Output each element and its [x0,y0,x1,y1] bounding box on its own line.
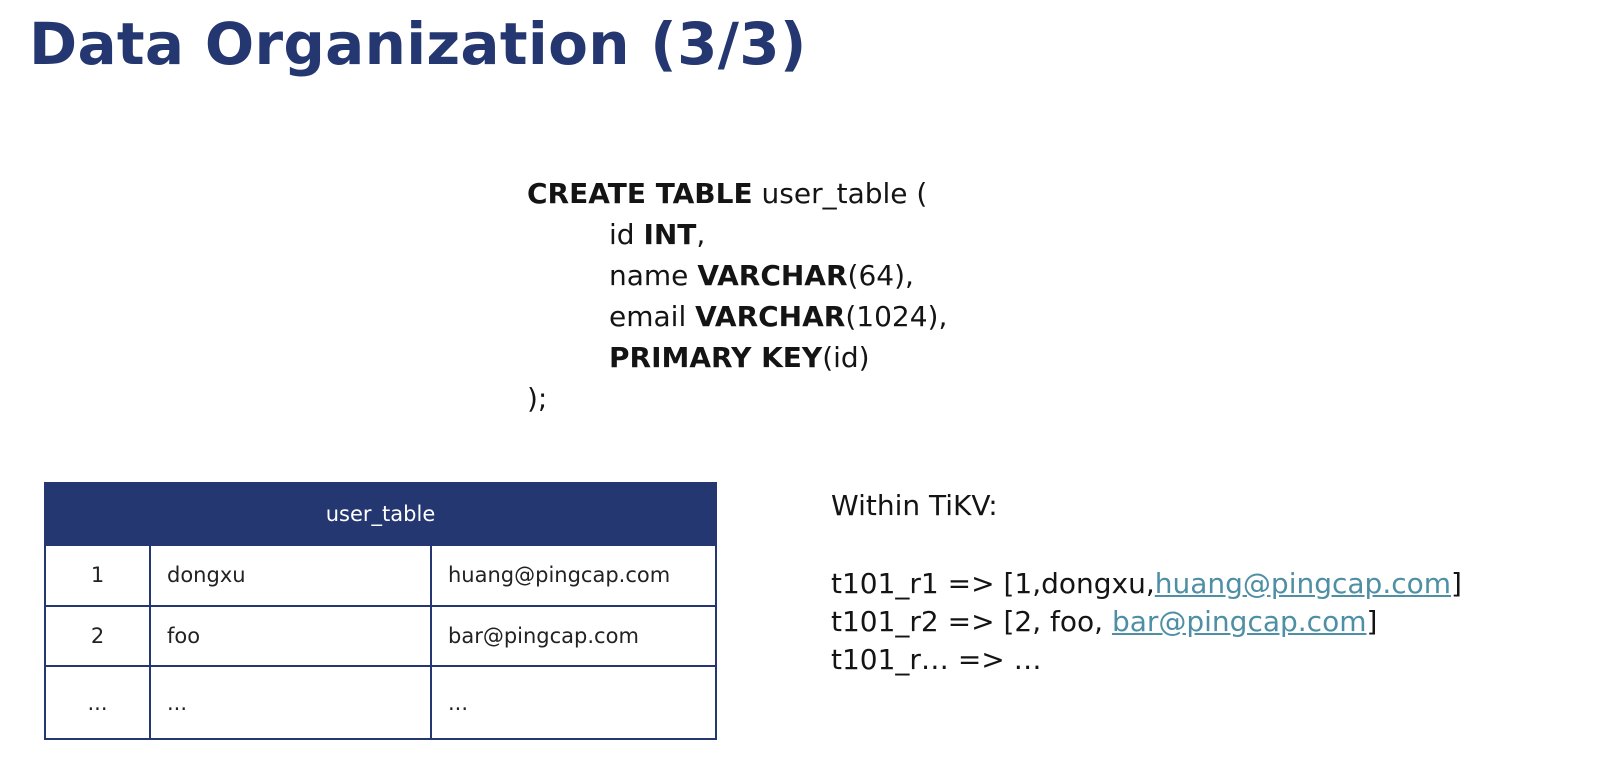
kv-row2-email-link[interactable]: bar@pingcap.com [1111,605,1367,638]
table-cell-id: 2 [44,604,151,668]
table-cell-email: ... [429,665,718,740]
kv-row2-suffix: ] [1366,605,1378,638]
kv-row1-prefix: t101_r1 => [1,dongxu, [831,567,1155,600]
sql-col-email-type: VARCHAR [695,300,846,333]
sql-keyword-primary-key: PRIMARY KEY [609,341,823,374]
tikv-heading: Within TiKV: [831,489,998,522]
table-cell-name: dongxu [149,544,432,607]
table-cell-name: ... [149,665,432,740]
kv-row2-prefix: t101_r2 => [2, foo, [831,605,1112,638]
sql-col-name-type: VARCHAR [697,259,848,292]
table-header-row: user_table [43,482,718,546]
table-cell-email: huang@pingcap.com [429,544,718,607]
kv-row1-suffix: ] [1451,567,1462,600]
kv-line-ellipsis: t101_r… => … [831,643,1042,676]
sql-line-name: name VARCHAR(64), [527,255,947,296]
sql-line-create: CREATE TABLE user_table ( [527,173,947,214]
sql-line-id: id INT, [527,214,947,255]
slide-title: Data Organization (3/3) [29,10,807,78]
sql-line-primary-key: PRIMARY KEY(id) [527,337,947,378]
sql-keyword-create-table: CREATE TABLE [527,177,753,210]
table-row: 1 dongxu huang@pingcap.com [44,544,718,607]
table-cell-id: ... [44,665,151,740]
kv-line-row1: t101_r1 => [1,dongxu,huang@pingcap.com] [831,565,1462,603]
kv-row1-email-link[interactable]: huang@pingcap.com [1154,567,1452,600]
sql-col-email-name: email [609,300,696,333]
user-table-diagram: user_table 1 dongxu huang@pingcap.com 2 … [43,482,718,740]
sql-col-name-end: (64), [847,259,914,292]
sql-col-name-name: name [609,259,698,292]
sql-col-id-end: , [696,218,706,251]
sql-table-name: user_table ( [752,177,928,210]
kv-line-row2: t101_r2 => [2, foo, bar@pingcap.com] [831,603,1462,641]
table-cell-email: bar@pingcap.com [429,604,718,668]
table-cell-id: 1 [44,544,151,607]
sql-primary-key-column: (id) [822,341,870,374]
tikv-key-value-list: t101_r1 => [1,dongxu,huang@pingcap.com] … [831,565,1462,679]
table-row: 2 foo bar@pingcap.com [44,604,718,668]
sql-col-id-name: id [609,218,644,251]
sql-col-email-end: (1024), [845,300,948,333]
table-row: ... ... ... [44,665,718,740]
sql-line-email: email VARCHAR(1024), [527,296,947,337]
table-cell-name: foo [149,604,432,668]
table-header: user_table [43,482,718,546]
sql-line-close: ); [527,382,548,415]
sql-create-table-statement: CREATE TABLE user_table ( id INT, name V… [527,173,947,419]
sql-col-id-type: INT [643,218,697,251]
